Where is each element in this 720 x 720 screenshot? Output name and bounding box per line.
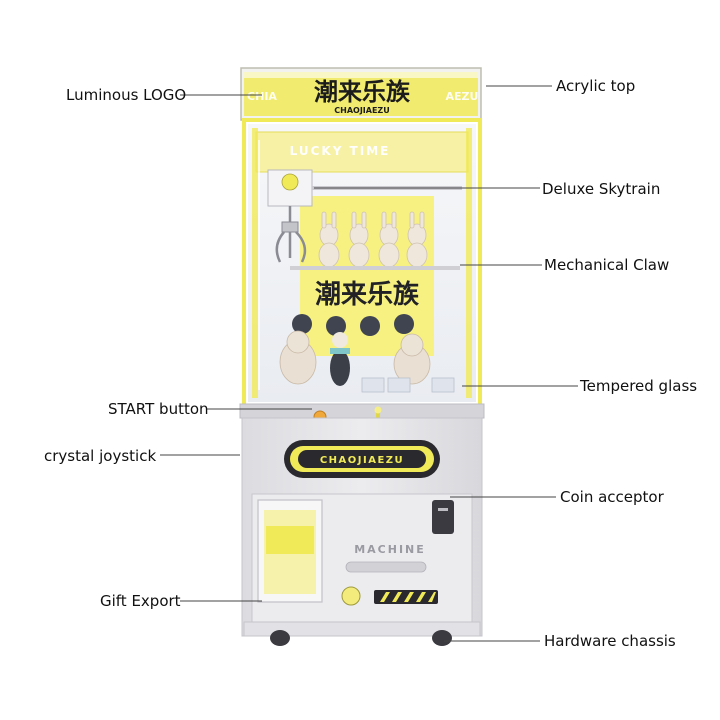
plush-rabbits	[318, 211, 428, 268]
label-start-button: START button	[108, 400, 209, 418]
plush-dark-bears	[292, 314, 414, 336]
logo-sub-text: CHAOJIAEZU	[334, 106, 389, 115]
luminous-logo: 潮来乐族 CHAOJIAEZU AEZU CHIA	[247, 78, 478, 115]
acrylic-top	[240, 67, 482, 121]
coin-acceptor[interactable]	[432, 500, 454, 534]
tempered-glass	[258, 140, 260, 390]
logo-main-text: 潮来乐族	[314, 78, 411, 106]
shelf-rail	[290, 266, 460, 270]
label-crystal-joystick: crystal joystick	[44, 447, 157, 465]
mid-banner-text: 潮来乐族	[315, 279, 420, 310]
mechanical-claw	[275, 206, 307, 263]
label-gift-export: Gift Export	[100, 592, 181, 610]
label-hardware-chassis: Hardware chassis	[544, 632, 676, 650]
machine-text: MACHINE	[354, 543, 426, 556]
plush-bottom-prizes	[279, 330, 455, 393]
label-coin-acceptor: Coin acceptor	[560, 488, 664, 506]
lucky-time-text: LUCKY TIME	[290, 144, 391, 158]
label-acrylic-top: Acrylic top	[556, 77, 636, 95]
label-tempered-glass: Tempered glass	[580, 377, 698, 395]
label-mechanical-claw: Mechanical Claw	[544, 256, 670, 274]
svg-text:AEZU: AEZU	[446, 90, 479, 103]
lower-cabinet: CHAOJIAEZU MACHINE	[241, 417, 483, 637]
label-deluxe-skytrain: Deluxe Skytrain	[542, 180, 661, 198]
callout-lines	[160, 85, 578, 642]
label-luminous-logo: Luminous LOGO	[66, 86, 187, 104]
panel-badge-text: CHAOJIAEZU	[320, 455, 404, 466]
svg-text:CHIA: CHIA	[247, 90, 277, 103]
hardware-chassis	[243, 621, 481, 646]
